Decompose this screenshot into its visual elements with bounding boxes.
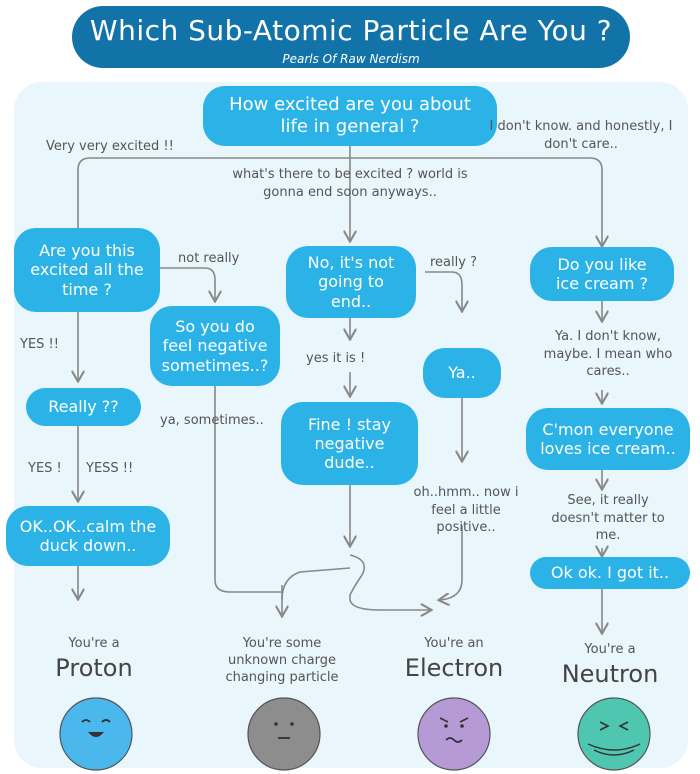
label-very-excited: Very very excited !!: [46, 139, 174, 154]
label-yes1: YES !!: [20, 337, 59, 352]
worried-face-icon: [417, 697, 491, 771]
proton-prefix: You're a: [68, 636, 120, 651]
everyone-loves-bubble: C'mon everyone loves ice cream..: [526, 408, 690, 470]
label-ya-dont-know: Ya. I don't know, maybe. I mean who care…: [543, 329, 673, 380]
proton-name: Proton: [55, 654, 133, 682]
label-world-end: what's there to be excited ? world is go…: [232, 167, 468, 200]
feel-negative-bubble: So you do feel negative sometimes..?: [150, 306, 280, 386]
label-ya-sometimes: ya, sometimes..: [160, 413, 264, 428]
start-question: How excited are you about life in genera…: [203, 86, 497, 146]
neutron-prefix: You're a: [584, 642, 636, 657]
label-not-really: not really: [178, 251, 240, 266]
ya-bubble: Ya..: [423, 348, 501, 398]
not-going-to-end-bubble: No, it's not going to end..: [286, 246, 416, 318]
label-dont-know: I don't know. and honestly, I don't care…: [489, 119, 673, 152]
label-really-q: really ?: [430, 255, 477, 270]
unknown-result-text: You're some unknown charge changing part…: [225, 636, 339, 685]
label-yes-it-is: yes it is !: [306, 351, 366, 366]
label-see-really: See, it really doesn't matter to me.: [551, 493, 665, 544]
edge-not-really: [160, 267, 215, 300]
edge-really-q: [425, 271, 462, 310]
edge-feel-neg-down: [214, 385, 282, 593]
neutral-face-icon: [247, 697, 321, 771]
edge-mid-loop: [349, 554, 430, 610]
really-bubble: Really ??: [26, 388, 141, 426]
title-banner: [72, 6, 630, 68]
q-excited-all-time: Are you this excited all the time ?: [14, 228, 160, 312]
label-yess: YESS !!: [86, 461, 134, 476]
fine-bubble: Fine ! stay negative dude..: [281, 402, 418, 485]
electron-name: Electron: [404, 654, 504, 682]
electron-prefix: You're an: [424, 636, 484, 651]
smiling-face-icon: [59, 697, 133, 771]
page-subtitle: Pearls Of Raw Nerdism: [282, 52, 420, 66]
indifferent-face-icon: [577, 697, 651, 771]
edge-top-left: [77, 157, 350, 228]
calm-bubble: OK..OK..calm the duck down..: [6, 506, 170, 566]
label-yes2: YES !: [28, 461, 62, 476]
edge-into-unknown: [281, 567, 351, 601]
ice-cream-bubble: Do you like ice cream ?: [530, 247, 674, 301]
edge-positive-down: [440, 525, 463, 600]
edge-top-right: [350, 157, 602, 245]
neutron-name: Neutron: [561, 660, 659, 688]
label-oh-hmm: oh..hmm.. now i feel a little positive..: [413, 485, 519, 536]
ok-got-it-bubble: Ok ok. I got it..: [530, 557, 690, 589]
page-title: Which Sub-Atomic Particle Are You ?: [89, 14, 613, 47]
